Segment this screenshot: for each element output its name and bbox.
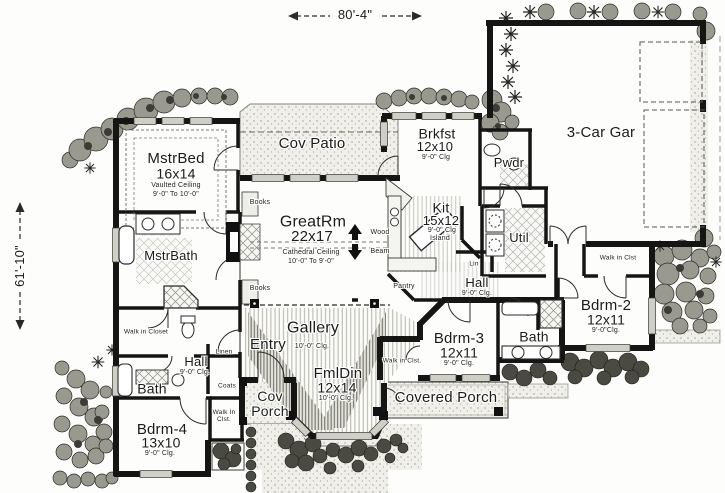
plan-width-dimension: 80'-4" xyxy=(337,6,373,22)
room-ceiling-greatrm: 10'-0" To 9'-0" xyxy=(288,258,334,266)
room-size-bdrm3: 12x11 xyxy=(439,344,479,361)
room-label-mstrbed: MstrBed xyxy=(147,149,205,167)
room-label-bdrm3: Bdrm-3 xyxy=(433,329,485,347)
fixtures xyxy=(117,129,563,425)
garage-door-openings xyxy=(639,41,705,228)
room-label-covered-porch: Covered Porch xyxy=(394,388,498,406)
room-ceiling-kit: 9'-0" Clg xyxy=(427,227,457,235)
room-ceiling-bdrm2: 9'-0"Clg. xyxy=(591,327,621,335)
room-label-garage: 3-Car Gar xyxy=(566,123,636,141)
room-label-entry: Entry xyxy=(249,335,287,353)
room-label-hall-right: Hall xyxy=(465,274,489,290)
closet-label-walkin-closet: Walk in Closet xyxy=(123,328,169,336)
room-size-bdrm4: 13x10 xyxy=(141,434,181,451)
room-size-bdrm2: 12x11 xyxy=(586,311,626,328)
closet-label-linen: Linen xyxy=(215,348,233,356)
room-ceiling-hall-left: 9'-0" Clg. xyxy=(179,369,211,377)
room-size-brkfst: 12x10 xyxy=(416,138,454,154)
room-ceiling-mstrbed: 9'-0" To 10'-0" xyxy=(153,191,199,199)
annotation-wood: Wood xyxy=(370,229,390,237)
door-swings xyxy=(147,145,627,425)
plan-height-dimension: 61'-10" xyxy=(11,245,27,287)
room-ceiling-hall-right: 9'-0" Clg. xyxy=(461,290,493,298)
room-label-greatrm: GreatRm xyxy=(279,213,347,231)
room-label-pwdr: Pwdr xyxy=(493,154,525,170)
room-label-hall-left: Hall xyxy=(184,353,208,369)
room-label-util: Util xyxy=(509,229,529,245)
windows xyxy=(112,112,656,478)
annotation-beam: Beam xyxy=(370,248,390,256)
room-note-kit: Island xyxy=(430,235,450,243)
closet-label-wic-bdrm4: Walk In Clst. xyxy=(212,408,236,423)
room-size-kit: 15x12 xyxy=(422,212,460,228)
room-size-fmldin: 12x14 xyxy=(317,379,357,396)
room-label-cov-porch: Cov Porch xyxy=(251,387,289,419)
room-label-bath-left: Bath xyxy=(137,380,167,397)
closet-label-coats: Coats xyxy=(218,382,236,390)
room-size-mstrbed: 16x14 xyxy=(156,165,196,182)
room-label-brkfst: Brkfst xyxy=(418,125,456,142)
room-label-gallery: Gallery xyxy=(286,319,340,337)
room-ceiling-bdrm3: 9'-0" Clg. xyxy=(443,360,475,368)
closet-label-wic-bdrm3: Walk in Clst. xyxy=(382,357,422,365)
room-label-kit: Kit xyxy=(432,199,450,216)
room-label-fmldin: FmlDin xyxy=(313,364,363,382)
floor-textures xyxy=(136,131,545,436)
annotation-books-top: Books xyxy=(249,199,271,207)
room-label-bdrm4: Bdrm-4 xyxy=(136,420,188,438)
closet-label-lin: Lin xyxy=(469,260,479,268)
room-label-cov-patio: Cov Patio xyxy=(278,134,346,152)
room-ceiling-bdrm4: 9'-0" Clg. xyxy=(144,450,176,458)
room-ceiling-brkfst: 9'-0" Clg xyxy=(421,154,451,162)
closet-label-pantry: Pantry xyxy=(393,283,415,291)
room-label-bath-right: Bath xyxy=(519,328,549,345)
room-label-mstrbath: MstrBath xyxy=(144,247,198,263)
room-note-greatrm: Cathedral Ceiling xyxy=(282,249,340,257)
dimension-arrows xyxy=(15,11,422,330)
room-note-mstrbed: Vaulted Ceiling xyxy=(151,182,201,190)
room-size-greatrm: 22x17 xyxy=(291,227,333,245)
annotation-books-bottom: Books xyxy=(249,285,271,293)
closet-label-wic-bdrm2: Walk in Clst xyxy=(599,254,637,262)
room-ceiling-fmldin: 10'-0" Clg. xyxy=(318,395,354,403)
room-ceiling-gallery: 10'-0" Clg. xyxy=(294,343,330,351)
room-label-bdrm2: Bdrm-2 xyxy=(580,296,632,314)
